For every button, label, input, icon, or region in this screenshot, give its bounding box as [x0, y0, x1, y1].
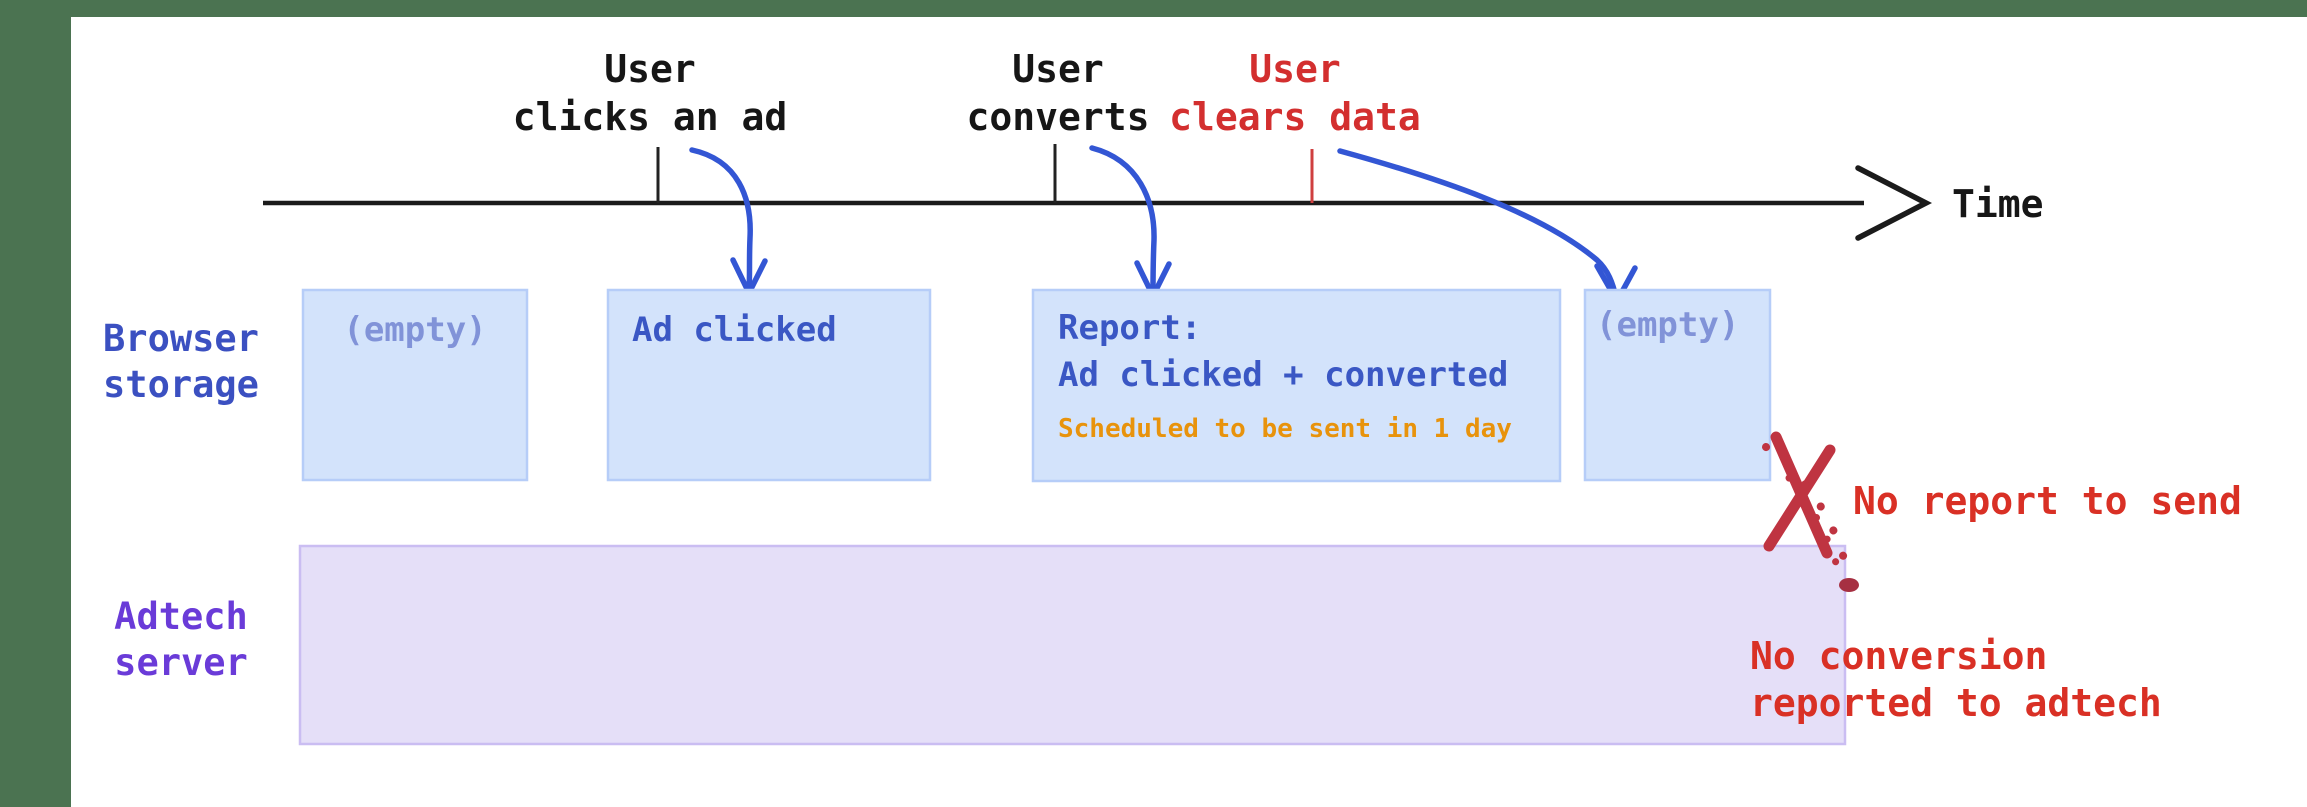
no-report-annotation: No report to send — [1853, 479, 2242, 523]
browser-label-line2: storage — [103, 363, 259, 406]
event1-line2: clicks an ad — [513, 95, 788, 139]
no-conversion-annotation: No conversion reported to adtech — [1750, 634, 2162, 725]
event-label-user-clears-data: User clears data — [1169, 47, 1421, 139]
storage-box-ad-clicked — [606, 288, 932, 482]
timeline-axis: Time — [263, 165, 2044, 241]
browser-storage-row-label: Browser storage — [103, 317, 259, 406]
event1-line1: User — [604, 47, 696, 91]
adtech-label-line1: Adtech — [114, 595, 248, 638]
arrow-convert-to-storage — [1089, 145, 1157, 296]
frame-left-bar — [0, 0, 71, 807]
storage-box-empty-first-label: (empty) — [343, 310, 486, 350]
adtech-label-line2: server — [114, 641, 248, 684]
event2-line1: User — [1012, 47, 1104, 91]
browser-label-line1: Browser — [103, 317, 259, 360]
event-label-user-converts: User converts — [966, 47, 1149, 139]
adtech-server-row-label: Adtech server — [114, 595, 248, 684]
report-schedule-note: Scheduled to be sent in 1 day — [1058, 414, 1512, 444]
dotted-failed-send-arrow — [1762, 443, 1849, 577]
frame-top-bar — [0, 0, 2307, 17]
event3-line2: clears data — [1169, 95, 1421, 139]
timeline-arrowhead-icon — [1855, 165, 1933, 241]
event2-line2: converts — [966, 95, 1149, 139]
dotted-arc-2 — [1785, 474, 1843, 577]
report-body: Ad clicked + converted — [1058, 355, 1508, 395]
storage-boxes: (empty) Ad clicked Report: Ad clicked + … — [301, 288, 1772, 483]
storage-box-empty-last-label: (empty) — [1596, 305, 1739, 345]
no-conversion-line2: reported to adtech — [1750, 681, 2162, 725]
arrow-clear-to-storage — [1337, 148, 1619, 301]
storage-box-empty-first — [301, 288, 529, 482]
storage-box-report — [1031, 288, 1562, 483]
storage-box-ad-clicked-label: Ad clicked — [632, 310, 837, 350]
storage-box-empty-last — [1583, 288, 1772, 482]
timeline-label: Time — [1952, 182, 2044, 226]
event3-line1: User — [1249, 47, 1341, 91]
event-label-user-clicks-ad: User clicks an ad — [513, 47, 788, 139]
report-title: Report: — [1058, 308, 1201, 348]
no-conversion-line1: No conversion — [1750, 634, 2047, 678]
dotted-arrow-end-dot — [1839, 578, 1859, 592]
adtech-server-box — [298, 544, 1847, 746]
x-mark-stroke-2 — [1763, 444, 1836, 552]
arrow-click-to-storage — [689, 147, 753, 293]
